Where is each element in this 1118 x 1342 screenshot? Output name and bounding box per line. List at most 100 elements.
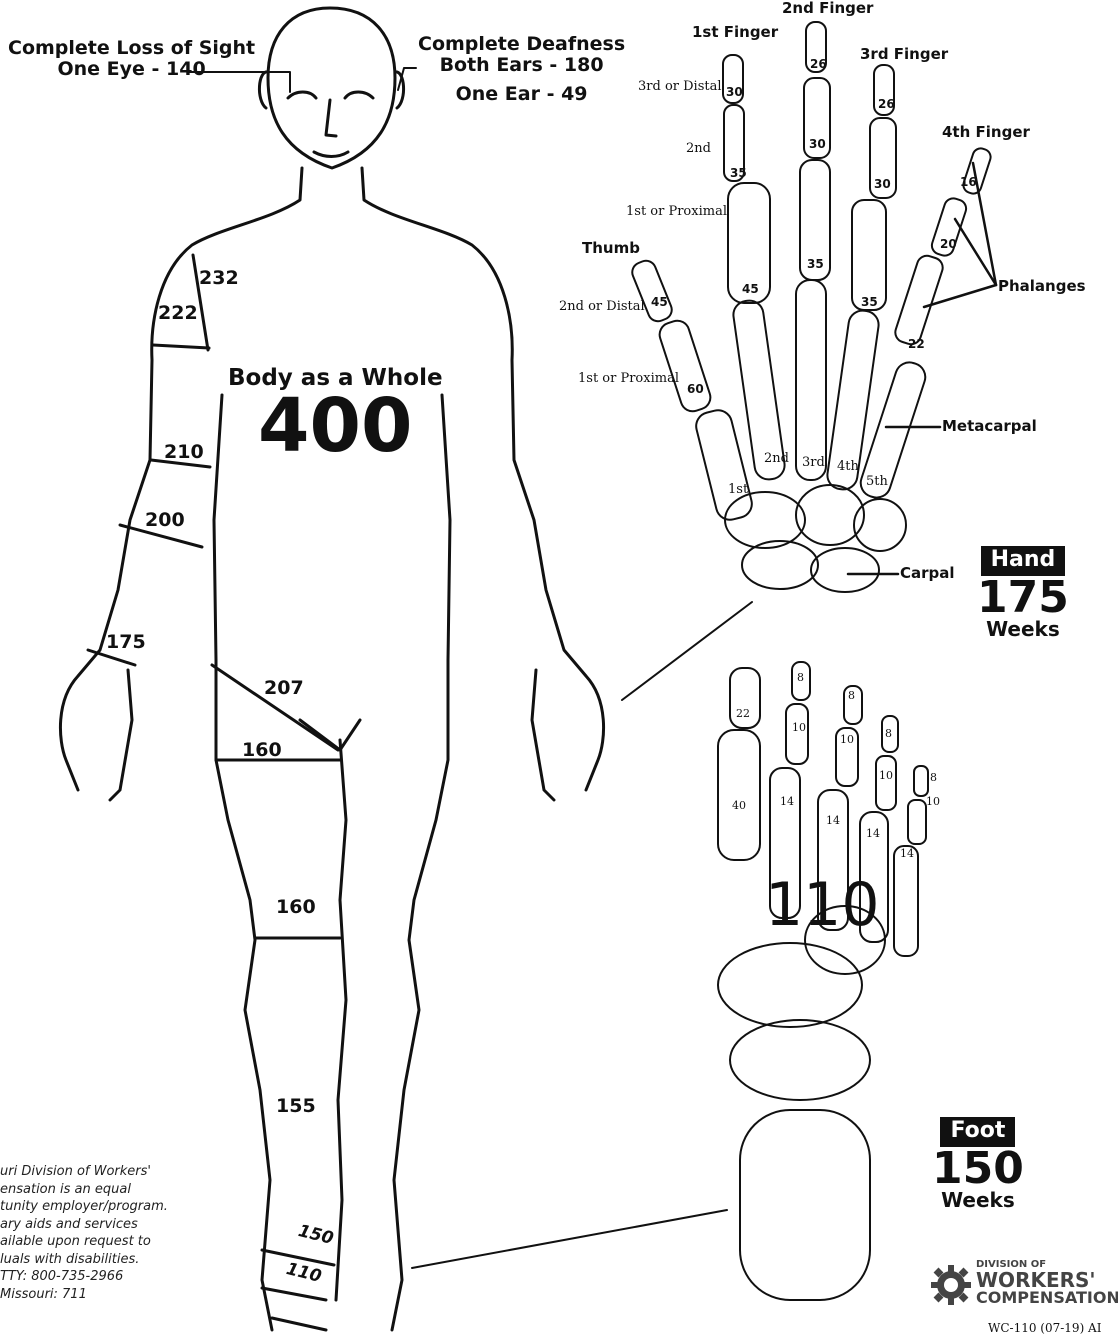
deaf-label-line3: One Ear - 49 [418,84,625,105]
mouth [314,152,348,157]
arm-shoulder-value: 232 [199,268,239,289]
notice-line: uri Division of Workers' [0,1163,168,1181]
sight-label-line2: One Eye - 140 [8,59,255,80]
finger2-title: 2nd Finger [782,0,873,17]
toe5-distal-bone [914,766,928,796]
finger4-title: 4th Finger [942,124,1030,141]
leg-lower-value: 155 [276,1096,316,1117]
leg-knee-value: 160 [276,897,316,918]
arm-forearm-value: 200 [145,510,185,531]
toe2-distal-value: 8 [797,672,804,684]
notice-line: luals with disabilities. [0,1251,168,1269]
arm-upper-value: 222 [158,303,198,324]
equal-opportunity-notice: uri Division of Workers' ensation is an … [0,1163,168,1303]
deaf-label-line1: Complete Deafness [418,34,625,55]
carpal-bone-2 [796,485,864,545]
hand-pointer [622,602,752,700]
f4-distal-value: 16 [960,176,977,189]
toe3-distal-value: 8 [848,690,855,702]
notice-line: tunity employer/program. [0,1198,168,1216]
carpal-bone-5 [811,548,879,592]
notice-line: Missouri: 711 [0,1286,168,1304]
row-distal-label: 3rd or Distal [638,80,722,94]
logo-line2: WORKERS' [976,1270,1118,1290]
sight-label-line1: Complete Loss of Sight [8,38,255,59]
f3-proximal-bone [852,200,886,310]
left-eye [288,92,316,98]
right-eye [345,92,373,98]
head-outline [268,8,395,168]
toe1-distal-value: 22 [736,708,750,720]
arm-wrist-value: 175 [106,632,146,653]
f3-middle-value: 30 [874,178,891,191]
logo-text: DIVISION OF WORKERS' COMPENSATION [976,1260,1118,1306]
f2-distal-value: 26 [810,58,827,71]
metacarpal-label: Metacarpal [942,418,1037,435]
hand-skeleton [629,22,996,592]
leg-band-foot [272,1318,326,1330]
toe1-proximal-bone [718,730,760,860]
foot-skeleton [718,662,928,1300]
body-whole-value: 400 [228,391,443,461]
toe4-proximal-value: 14 [866,828,880,840]
tarsal-bone-3 [730,1020,870,1100]
metacarpal-1-label: 1st [728,483,748,497]
f1-proximal-value: 45 [742,283,759,296]
f4-middle-value: 20 [940,238,957,251]
foot-pointer [412,1210,727,1268]
toe5-proximal-value: 14 [900,848,914,860]
metacarpal-2-label: 2nd [764,452,789,466]
finger1-title: 1st Finger [692,24,778,41]
arm-band-upper [153,345,209,348]
leg-hip-value: 207 [264,678,304,699]
toe5-proximal-bone [894,846,918,956]
notice-line: ailable upon request to [0,1233,168,1251]
meta-1-bone [693,407,755,522]
deaf-label-line2: Both Ears - 180 [418,55,625,76]
notice-line: ensation is an equal [0,1181,168,1199]
inner-leg [336,740,346,1300]
toe5-middle-bone [908,800,926,844]
row-second-label: 2nd [686,142,711,156]
toe4-middle-value: 10 [879,770,893,782]
f1-distal-value: 30 [726,86,743,99]
foot-weeks-value: 150 [932,1147,1024,1191]
toe3-middle-value: 10 [840,734,854,746]
carpal-label: Carpal [900,565,955,582]
notice-line: TTY: 800-735-2966 [0,1268,168,1286]
arm-elbow-value: 210 [164,442,204,463]
toe2-proximal-value: 14 [780,796,794,808]
nose [326,100,336,136]
f4-proximal-value: 22 [908,338,925,351]
toe3-proximal-value: 14 [826,815,840,827]
body-outline-right [362,168,604,1330]
row-proximal-label: 1st or Proximal [626,205,727,219]
metacarpal-4-label: 4th [837,460,859,474]
hand-weeks-value: 175 [977,576,1069,620]
f2-proximal-value: 35 [807,258,824,271]
form-code: WC-110 (07-19) AI [988,1322,1101,1335]
f4-proximal-bone [893,253,946,347]
thumb-distal-label: 2nd or Distal [559,300,645,314]
hand-weeks-label: Weeks [977,618,1069,640]
toe4-middle-bone [876,756,896,810]
logo-line3: COMPENSATION [976,1290,1118,1306]
leg-band-ankle2 [262,1288,326,1300]
gear-icon [930,1264,972,1306]
tarsal-bone-1 [718,943,862,1027]
deafness-label: Complete Deafness Both Ears - 180 One Ea… [418,34,625,105]
toe2-middle-value: 10 [792,722,806,734]
calcaneus-bone [740,1110,870,1300]
foot-center-value: 110 [765,872,880,938]
f2-middle-value: 30 [809,138,826,151]
meta-3-bone [796,280,826,480]
f1-middle-value: 35 [730,167,747,180]
phalanges-label: Phalanges [998,278,1086,295]
leg-thigh-value: 160 [242,740,282,761]
hand-weeks-block: Hand 175 Weeks [977,546,1069,640]
metacarpal-5-label: 5th [866,475,888,489]
carpal-bone-1 [725,492,805,548]
thumb-distal-value: 45 [651,296,668,309]
deaf-pointer [398,68,416,90]
foot-weeks-label: Weeks [932,1189,1024,1211]
